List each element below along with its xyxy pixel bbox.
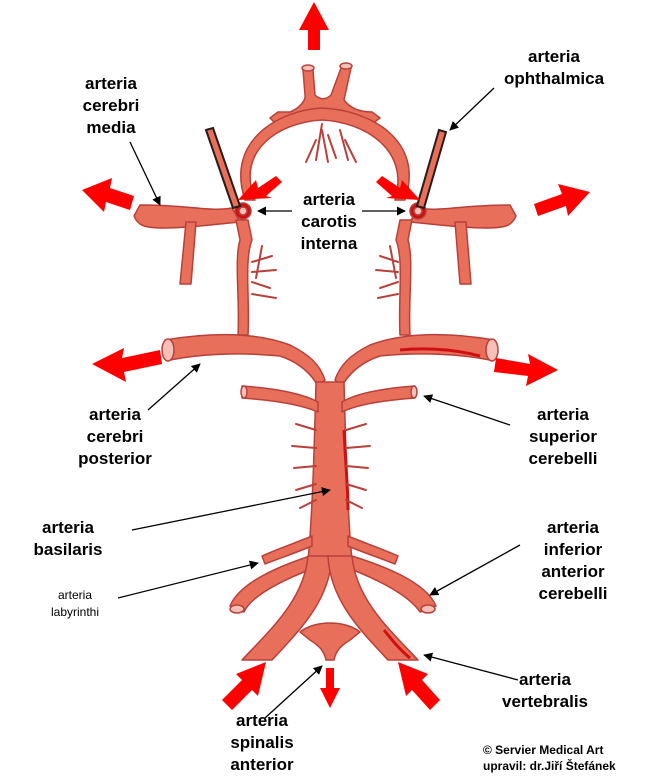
arrow-vertebral-right (398, 662, 440, 710)
anterior-spinal-artery (299, 622, 361, 661)
anterior-communicating-arch (240, 107, 410, 201)
left-posterior-communicating (235, 219, 253, 336)
arrow-down (320, 668, 340, 708)
right-posterior-cerebral-artery (334, 333, 495, 387)
right-middle-cerebral-artery (409, 204, 517, 229)
right-vertebral-artery (327, 555, 419, 661)
right-labyrinthine-artery (347, 535, 399, 565)
arteries (133, 67, 517, 661)
arrow-left-upper (82, 178, 134, 212)
left-vertebral-artery (241, 555, 333, 661)
arrow-right-upper (534, 184, 590, 216)
flow-arrows (82, 2, 590, 710)
ophthalmic-probes (204, 126, 448, 210)
right-posterior-communicating (395, 219, 413, 336)
arrow-vertebral-left (222, 662, 266, 710)
perforating-branches (251, 123, 399, 509)
arrow-right-middle (494, 354, 558, 386)
highlights (342, 347, 481, 660)
left-posterior-cerebral-artery (164, 333, 326, 387)
left-mca-branch (179, 221, 197, 285)
leader-lines (117, 87, 521, 719)
left-superior-cerebellar-artery (241, 385, 319, 413)
arrow-up (299, 2, 329, 50)
right-mca-branch (454, 221, 472, 285)
arrow-carotid-right (376, 176, 420, 200)
left-middle-cerebral-artery (133, 204, 241, 229)
left-labyrinthine-artery (261, 535, 313, 565)
arrow-left-middle (92, 348, 162, 382)
right-superior-cerebellar-artery (341, 385, 416, 413)
arrow-carotid-left (238, 176, 282, 200)
